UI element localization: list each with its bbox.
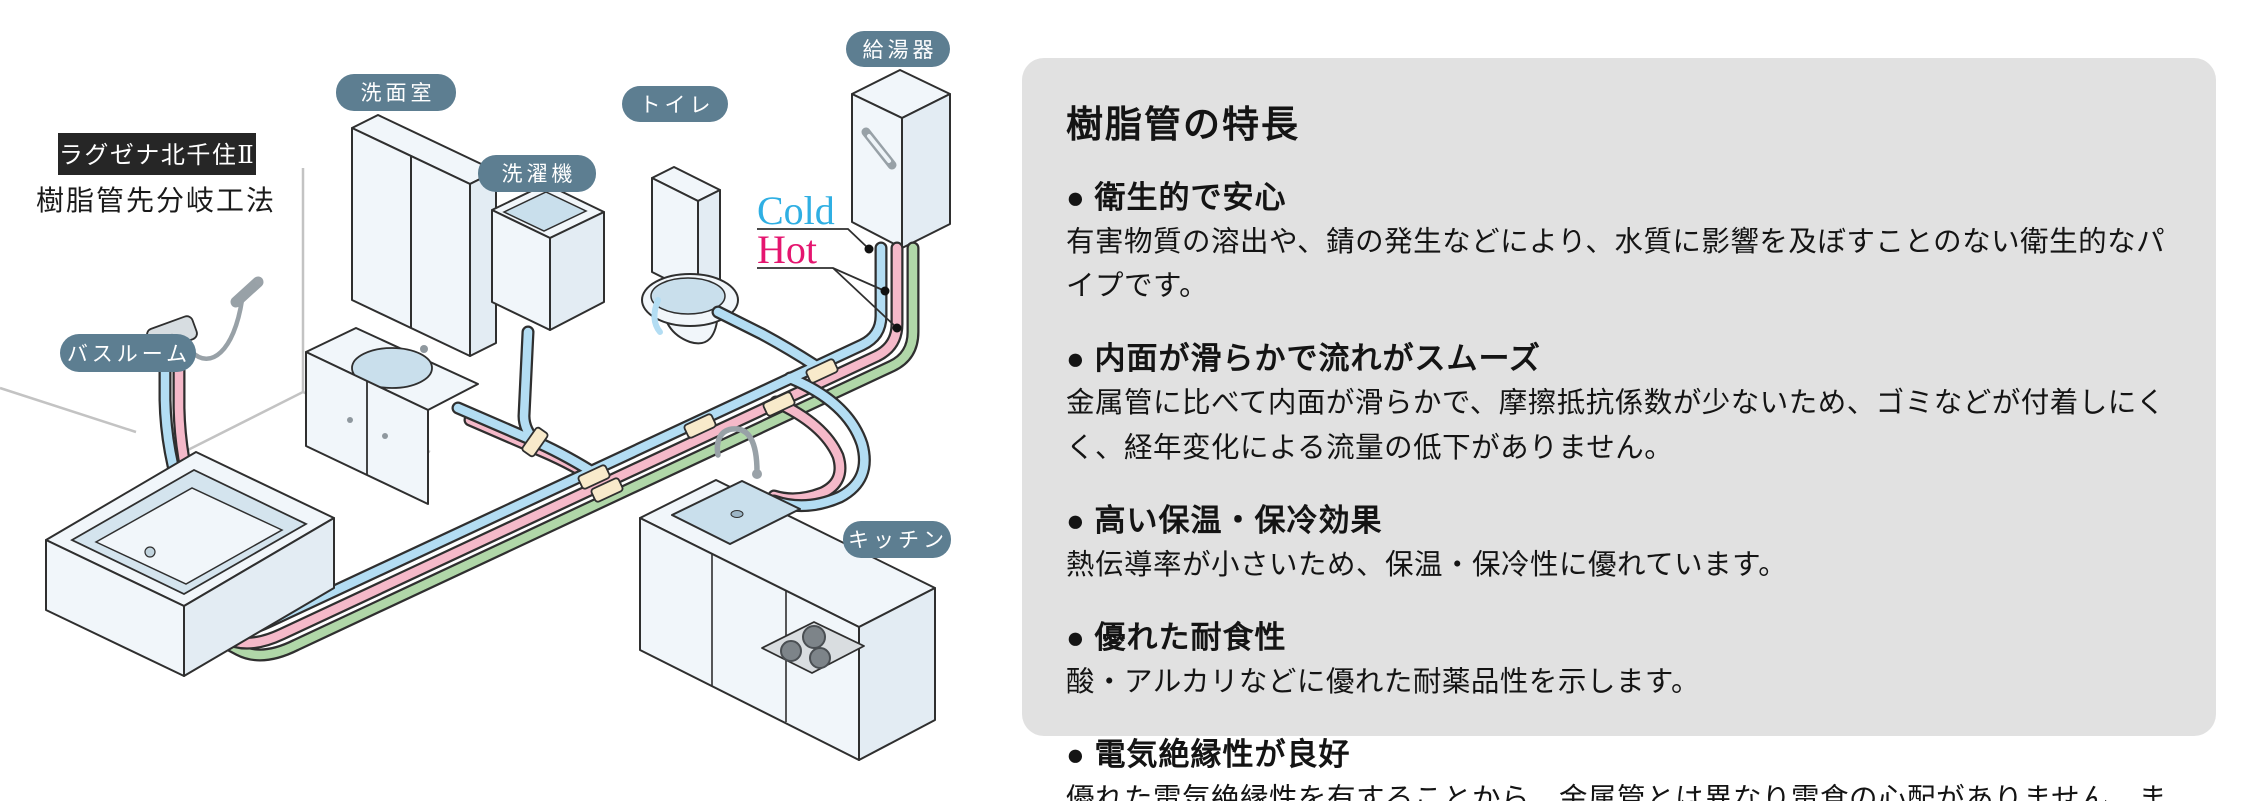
feature-section: ● 高い保温・保冷効果 熱伝導率が小さいため、保温・保冷性に優れています。: [1066, 495, 2170, 588]
feature-body: 金属管に比べて内面が滑らかで、摩擦抵抗係数が少ないため、ゴミなどが付着しにくく、…: [1066, 388, 2166, 464]
panel-title: 樹脂管の特長: [1066, 105, 1300, 146]
third-pipe: [185, 241, 920, 662]
cold-label: Cold: [757, 188, 835, 233]
feature-heading: ● 高い保温・保冷効果: [1066, 502, 1383, 538]
pipe-legend: Cold Hot: [757, 188, 902, 333]
svg-text:キッチン: キッチン: [848, 528, 948, 552]
feature-body: 熱伝導率が小さいため、保温・保冷性に優れています。: [1066, 549, 1788, 581]
bathtub: [45, 451, 335, 677]
room-labels: 洗面室 洗濯機 トイレ 給湯器 バスルーム キッチン: [60, 31, 951, 558]
feature-section: ● 電気絶縁性が良好 優れた電気絶縁性を有することから、金属管とは異なり電食の心…: [1066, 729, 2170, 801]
features-panel: 樹脂管の特長 ● 衛生的で安心 有害物質の溶出や、錆の発生などにより、水質に影響…: [1022, 58, 2216, 801]
room-label-kitchen: キッチン: [843, 521, 951, 558]
vanity-counter: [305, 327, 479, 505]
svg-text:ラグゼナ北千住Ⅱ: ラグゼナ北千住Ⅱ: [59, 142, 255, 169]
feature-section: ● 優れた耐食性 酸・アルカリなどに優れた耐薬品性を示します。: [1066, 612, 2170, 705]
feature-body: 酸・アルカリなどに優れた耐薬品性を示します。: [1066, 666, 1701, 698]
feature-heading: ● 内面が滑らかで流れがスムーズ: [1066, 341, 1541, 377]
water-heater: [851, 69, 951, 249]
svg-text:給湯器: 給湯器: [863, 38, 938, 62]
pipe-fittings: [521, 358, 839, 503]
vanity-mirror-cabinet: [351, 114, 497, 357]
room-label-washer: 洗濯機: [478, 155, 596, 192]
room-label-bathroom: バスルーム: [60, 334, 196, 372]
washing-machine: [491, 183, 605, 331]
feature-section: ● 内面が滑らかで流れがスムーズ 金属管に比べて内面が滑らかで、摩擦抵抗係数が少…: [1066, 333, 2170, 470]
room-label-toilet: トイレ: [622, 86, 728, 122]
feature-section: ● 衛生的で安心 有害物質の溶出や、錆の発生などにより、水質に影響を及ぼすことの…: [1066, 172, 2170, 309]
feature-body: 優れた電気絶縁性を有することから、金属管とは異なり電食の心配がありません。また、…: [1066, 784, 2168, 801]
svg-text:トイレ: トイレ: [640, 93, 715, 117]
project-label: ラグゼナ北千住Ⅱ: [58, 133, 256, 175]
method-label: 樹脂管先分岐工法: [36, 185, 276, 217]
svg-text:バスルーム: バスルーム: [67, 342, 191, 366]
toilet: [641, 166, 739, 345]
room-label-heater: 給湯器: [846, 31, 950, 67]
plumbing-diagram: Cold Hot 洗面室 洗濯機 トイレ: [0, 31, 951, 761]
svg-text:洗面室: 洗面室: [361, 81, 436, 105]
feature-heading: ● 優れた耐食性: [1066, 619, 1287, 655]
hot-label: Hot: [757, 227, 817, 272]
kitchen-counter: [639, 426, 936, 761]
feature-heading: ● 電気絶縁性が良好: [1066, 737, 1351, 773]
room-label-washroom: 洗面室: [336, 74, 456, 111]
feature-body: 有害物質の溶出や、錆の発生などにより、水質に影響を及ぼすことのない衛生的なパイプ…: [1066, 227, 2166, 303]
svg-text:洗濯機: 洗濯機: [502, 162, 577, 186]
feature-heading: ● 衛生的で安心: [1066, 180, 1287, 215]
